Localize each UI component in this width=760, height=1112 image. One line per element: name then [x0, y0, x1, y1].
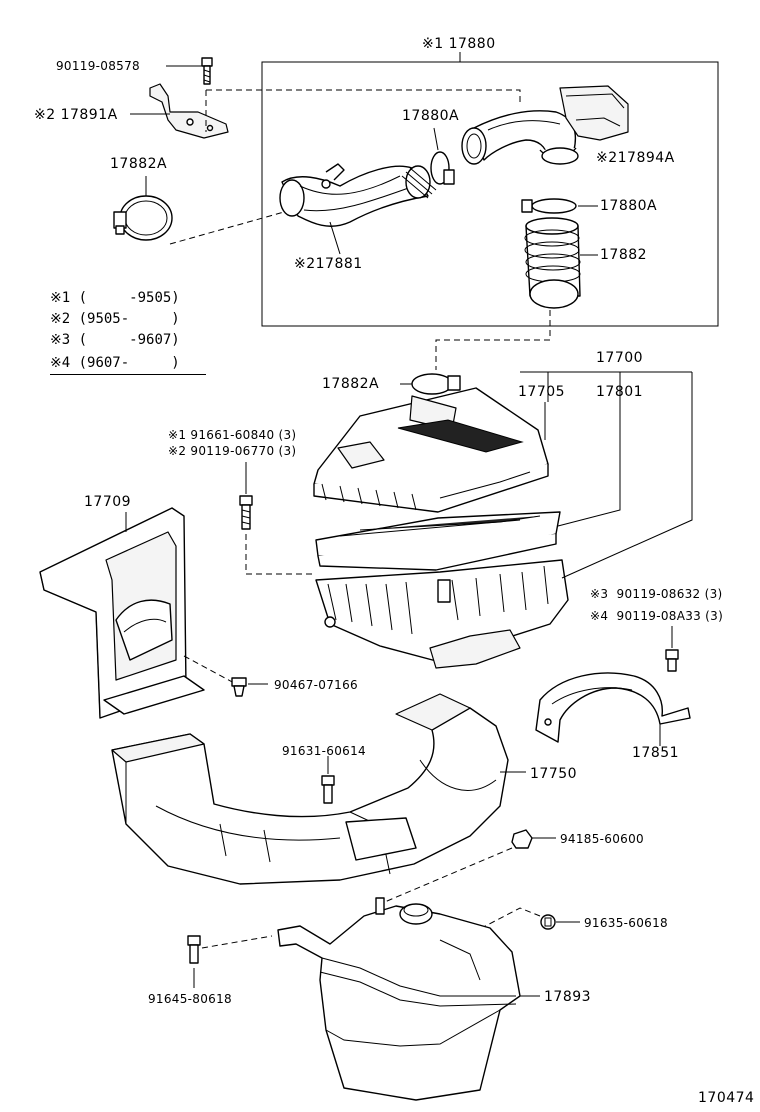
callout-17801: 17801	[596, 384, 644, 400]
callout-17893: 17893	[544, 989, 592, 1005]
callout-91635-60618: 91635-60618	[584, 916, 668, 930]
callout-17880A-right: 17880A	[600, 198, 658, 214]
clamp-17880A-left	[430, 151, 455, 185]
clamp-17882A-top	[113, 195, 173, 241]
callout-17700: 17700	[596, 350, 644, 366]
callout-91645-80618: 91645-80618	[148, 992, 232, 1006]
air-duct-17750	[111, 693, 509, 885]
clamp-17882A-mid	[411, 373, 461, 395]
bolt-91631-60614	[321, 775, 335, 804]
bracket-17851	[535, 672, 691, 743]
bolt-91635-60618	[540, 914, 556, 930]
callout-17851: 17851	[632, 745, 680, 761]
bracket-17891A	[149, 83, 229, 139]
callout-90119-08578: 90119-08578	[56, 59, 140, 73]
callout-17750: 17750	[530, 766, 578, 782]
callout-91631-60614: 91631-60614	[282, 744, 366, 758]
callout-217881: ※217881	[294, 256, 363, 272]
air-cleaner-cap-17705	[313, 387, 549, 513]
bolt-90119-08578	[201, 57, 213, 85]
group-box-17880	[261, 61, 719, 327]
nut-94185-60600	[511, 829, 533, 849]
callout-91661-60840: ※1 91661-60840 (3)	[168, 428, 297, 442]
callout-90467-07166: 90467-07166	[274, 678, 358, 692]
callout-217894A: ※217894A	[596, 150, 675, 166]
bolt-91645-80618	[187, 935, 201, 964]
diagram-number: 170474	[698, 1090, 755, 1106]
applicability-legend: ※1 ( -9505) ※2 (9505- ) ※3 ( -9607) ※4 (…	[50, 288, 206, 375]
callout-17705: 17705	[518, 384, 566, 400]
air-cleaner-case	[315, 559, 569, 669]
callout-94185-60600: 94185-60600	[560, 832, 644, 846]
legend-row: ※4 (9607- )	[50, 353, 206, 375]
elbow-17894A	[461, 85, 629, 165]
bolt-91661-60840	[239, 495, 253, 530]
callout-17882: 17882	[600, 247, 648, 263]
callout-17709: 17709	[84, 494, 132, 510]
legend-row: ※2 (9505- )	[50, 311, 180, 327]
resonator-17893	[277, 897, 521, 1101]
hose-17881	[279, 163, 437, 227]
callout-90119-06770: ※2 90119-06770 (3)	[168, 444, 297, 458]
callout-17882A-top: 17882A	[110, 156, 168, 172]
callout-17882A-mid: 17882A	[322, 376, 380, 392]
intake-duct-17709	[39, 507, 205, 719]
clip-90467-07166	[231, 677, 247, 697]
callout-17880: ※1 17880	[422, 36, 496, 52]
filter-element-17801	[315, 511, 561, 571]
callout-90119-08632: ※3 90119-08632 (3)	[590, 587, 723, 601]
legend-row: ※3 ( -9607)	[50, 332, 180, 348]
callout-17880A-top: 17880A	[402, 108, 460, 124]
legend-row: ※1 ( -9505)	[50, 290, 180, 306]
bellows-17882	[524, 217, 581, 309]
callout-90119-08A33: ※4 90119-08A33 (3)	[590, 609, 724, 623]
clamp-17880A-right	[521, 198, 577, 214]
callout-17891A: ※2 17891A	[34, 107, 118, 123]
bolt-90119-08632	[665, 649, 679, 672]
